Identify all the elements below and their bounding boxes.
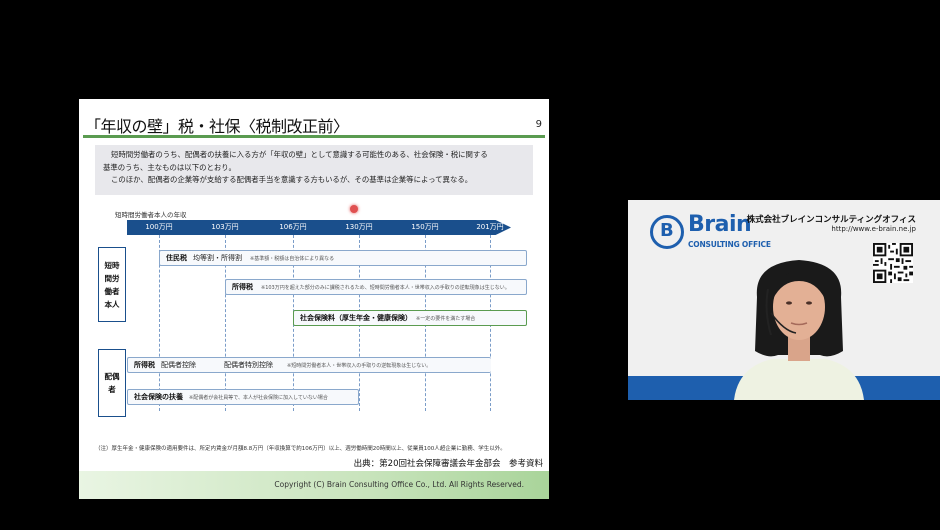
- income-arrow-bar: [127, 220, 511, 235]
- slide-copyright: Copyright (C) Brain Consulting Office Co…: [274, 480, 524, 489]
- dependent-label: 社会保険の扶養: [134, 393, 183, 401]
- income-tax-note: ※103万円を超えた部分のみに課税されるため、短時間労働者本人・世帯収入の手取り…: [261, 284, 510, 291]
- row-dependent: 社会保険の扶養 ※配偶者が会社員等で、本人が社会保険に加入していない場合: [127, 389, 359, 405]
- group-self-label: 短時間労働者本人: [104, 260, 120, 309]
- year-mark-106: 106万円: [279, 223, 307, 231]
- title-divider: [83, 135, 545, 138]
- threshold-line-103: [225, 235, 226, 411]
- year-mark-100: 100万円: [145, 223, 173, 231]
- social-insurance-label: 社会保険料（厚生年金・健康保険）: [300, 314, 412, 322]
- presentation-slide: 「年収の壁」税・社保〈税制改正前〉 9 短時間労働者のうち、配偶者の扶養に入る方…: [79, 99, 549, 499]
- presenter-image: [734, 260, 864, 400]
- income-axis-caption: 短時間労働者本人の年収: [115, 211, 187, 219]
- slide-footnote: （注）厚生年金・健康保険の適用要件は、所定内賃金が月額8.8万円（年収換算で約1…: [95, 446, 506, 452]
- company-url: http://www.e-brain.ne.jp: [831, 225, 916, 233]
- slide-page-number: 9: [535, 119, 542, 130]
- resident-tax-detail: 均等割・所得割: [193, 254, 242, 262]
- spouse-special-deduction-label: 配偶者特別控除: [224, 361, 273, 369]
- intro-line-2: 基準のうち、主なものは以下のとおり。: [103, 162, 236, 172]
- social-insurance-note: ※一定の要件を満たす場合: [416, 315, 476, 322]
- brand-subtitle: CONSULTING OFFICE: [688, 240, 771, 249]
- year-mark-201: 201万円: [476, 223, 504, 231]
- intro-line-1: 短時間労働者のうち、配偶者の扶養に入る方が「年収の壁」として意識する可能性のある…: [111, 150, 488, 159]
- resident-tax-note: ※基準額・税額は自治体により異なる: [250, 255, 335, 262]
- row-spouse-income-tax: 所得税 配偶者控除 配偶者特別控除 ※短時間労働者本人・世帯収入の手取りの逆転現…: [127, 357, 491, 373]
- year-mark-130: 130万円: [345, 223, 373, 231]
- intro-box: 短時間労働者のうち、配偶者の扶養に入る方が「年収の壁」として意識する可能性のある…: [95, 145, 533, 195]
- row-income-tax: 所得税 ※103万円を超えた部分のみに課税されるため、短時間労働者本人・世帯収入…: [225, 279, 527, 295]
- brand-name: Brain: [688, 212, 752, 237]
- spouse-income-tax-label: 所得税: [134, 361, 155, 369]
- threshold-line-100: [159, 235, 160, 411]
- brain-logo-icon: [650, 215, 684, 249]
- intro-line-3: このほか、配偶者の企業等が支給する配偶者手当を意識する方もいるが、その基準は企業…: [111, 175, 473, 184]
- year-mark-103: 103万円: [211, 223, 239, 231]
- resident-tax-label: 住民税: [166, 254, 187, 262]
- company-name: 株式会社ブレインコンサルティングオフィス: [746, 215, 916, 225]
- spouse-income-tax-note: ※短時間労働者本人・世帯収入の手取りの逆転現象は生じない。: [287, 362, 432, 369]
- slide-title: 「年収の壁」税・社保〈税制改正前〉: [85, 117, 349, 136]
- income-tax-label: 所得税: [232, 283, 253, 291]
- laser-pointer-dot: [350, 205, 358, 213]
- spouse-deduction-label: 配偶者控除: [161, 361, 196, 369]
- slide-footer-band: [79, 471, 549, 499]
- brain-logo-letter: B: [660, 220, 674, 241]
- year-mark-150: 150万円: [411, 223, 439, 231]
- group-spouse-label: 配偶者: [104, 372, 120, 394]
- dependent-note: ※配偶者が会社員等で、本人が社会保険に加入していない場合: [189, 394, 328, 401]
- webcam-feed: B Brain CONSULTING OFFICE 株式会社ブレインコンサルティ…: [628, 200, 940, 400]
- row-resident-tax: 住民税 均等割・所得割 ※基準額・税額は自治体により異なる: [159, 250, 527, 266]
- qr-code-icon: [873, 243, 913, 283]
- group-spouse: 配偶者: [98, 349, 126, 417]
- group-self: 短時間労働者本人: [98, 247, 126, 322]
- row-social-insurance: 社会保険料（厚生年金・健康保険） ※一定の要件を満たす場合: [293, 310, 527, 326]
- slide-source: 出典：第20回社会保障審議会年金部会 参考資料: [353, 459, 543, 469]
